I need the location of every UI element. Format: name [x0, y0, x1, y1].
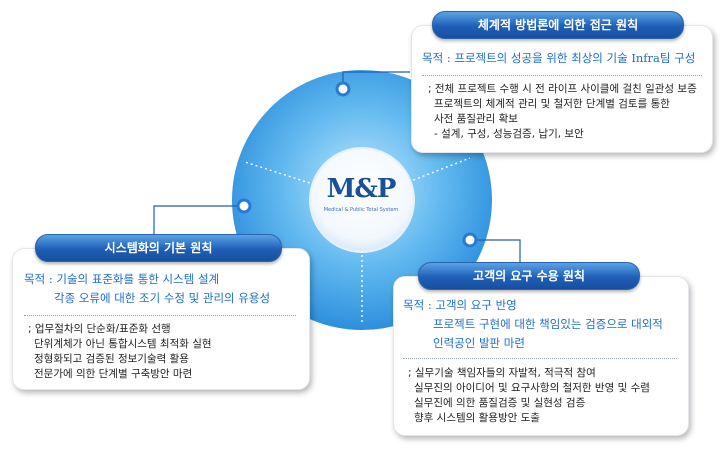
- card-divider: [24, 315, 296, 316]
- logo-mark: M&P: [326, 174, 397, 204]
- inner-disc: [309, 147, 415, 253]
- goal-line: 프로젝트 구현에 대한 책임있는 검증으로 대외적: [433, 317, 663, 331]
- detail-line: ; 업무절차의 단순화/표준화 선행: [28, 323, 171, 335]
- logo-subtitle: Medical & Public Total System: [323, 207, 399, 213]
- principle-goal-customer: 목적 : 고객의 요구 반영 프로젝트 구현에 대한 책임있는 검증으로 대외적…: [403, 296, 663, 353]
- goal-line: 고객의 요구 반영: [435, 298, 517, 312]
- goal-line: 프로젝트의 성공을 위한 최상의 기술 Infra팀 구성: [454, 51, 696, 65]
- detail-line: ; 실무기술 책임자들의 자발적, 적극적 참여: [408, 367, 596, 379]
- detail-line: 단위계체가 아닌 통합시스템 최적화 실현: [34, 338, 212, 350]
- card-divider: [422, 75, 702, 76]
- detail-line: 정형화되고 검증된 정보기술력 활용: [34, 353, 189, 365]
- principle-details-systemization: ; 업무절차의 단순화/표준화 선행 단위계체가 아닌 통합시스템 최적화 실현…: [28, 322, 212, 382]
- goal-label: 목적 :: [24, 272, 53, 286]
- principle-goal-methodology: 목적 : 프로젝트의 성공을 위한 최상의 기술 Infra팀 구성: [422, 49, 695, 68]
- detail-line: - 설계, 구성, 성능검증, 납기, 보안: [434, 128, 584, 140]
- principle-goal-systemization: 목적 : 기술의 표준화를 통한 시스템 설계 각종 오류에 대한 조기 수정 …: [24, 270, 270, 308]
- detail-line: 사전 품질관리 확보: [434, 113, 518, 125]
- detail-line: ; 전체 프로젝트 수행 시 전 라이프 사이클에 걸친 일관성 보증: [428, 83, 697, 95]
- goal-label: 목적 :: [422, 51, 451, 65]
- goal-label: 목적 :: [403, 298, 432, 312]
- principle-title-systemization: 시스템화의 기본 원칙: [35, 234, 282, 262]
- goal-line: 인력공인 발판 마련: [433, 336, 525, 350]
- node-left: [236, 198, 252, 214]
- detail-line: 실무진의 아이디어 및 요구사항의 철저한 반영 및 수렴: [414, 382, 650, 394]
- spoke-top-right: [361, 157, 471, 201]
- principle-details-methodology: ; 전체 프로젝트 수행 시 전 라이프 사이클에 걸친 일관성 보증 프로젝트…: [428, 82, 697, 142]
- detail-line: 향후 시스템의 활용방안 도출: [414, 412, 540, 424]
- principle-title-customer: 고객의 요구 수용 원칙: [418, 262, 640, 290]
- detail-line: 실무진에 의한 품질검증 및 실현성 검증: [414, 397, 586, 409]
- goal-line: 각종 오류에 대한 조기 수정 및 관리의 유용성: [54, 291, 271, 305]
- principle-card-customer: [393, 276, 689, 436]
- principle-title-methodology: 체계적 방법론에 의한 접근 원칙: [432, 11, 684, 39]
- connector-top: [342, 71, 410, 86]
- mp-logo: M&P Medical & Public Total System: [318, 172, 404, 232]
- node-top: [335, 81, 351, 97]
- connector-left: [153, 205, 244, 234]
- detail-line: 전문가에 의한 단계별 구축방안 마련: [34, 368, 193, 380]
- node-right: [462, 232, 478, 248]
- principle-card-methodology: [411, 25, 713, 153]
- goal-line: 기술의 표준화를 통한 시스템 설계: [56, 272, 220, 286]
- card-divider: [403, 358, 677, 359]
- detail-line: 프로젝트의 체계적 관리 및 철저한 단계별 검토를 통한: [434, 98, 670, 110]
- principle-details-customer: ; 실무기술 책임자들의 자발적, 적극적 참여 실무진의 아이디어 및 요구사…: [408, 366, 650, 426]
- connector-right: [476, 239, 521, 262]
- principle-card-systemization: [12, 248, 310, 390]
